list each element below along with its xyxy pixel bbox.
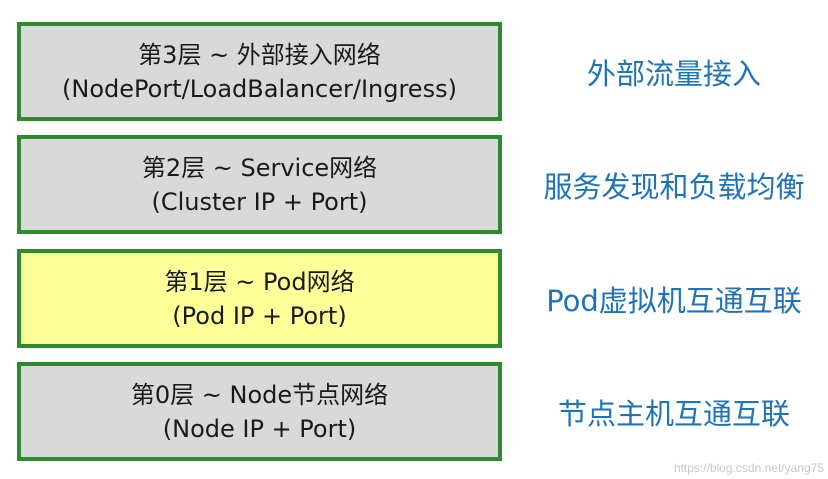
- layer-3-description: 外部流量接入: [586, 56, 761, 91]
- layer-0-title: 第0层 ~ Node节点网络: [130, 380, 389, 409]
- layer-2-subtitle: (Cluster IP + Port): [151, 187, 368, 216]
- layer-1-box: 第1层 ~ Pod网络 (Pod IP + Port): [17, 249, 502, 348]
- layer-3-title: 第3层 ~ 外部接入网络: [138, 40, 381, 69]
- layer-0-box: 第0层 ~ Node节点网络 (Node IP + Port): [17, 362, 502, 461]
- layer-0-subtitle: (Node IP + Port): [162, 414, 357, 443]
- layer-1-description: Pod虚拟机互通互联: [546, 283, 802, 318]
- layer-3-box: 第3层 ~ 外部接入网络 (NodePort/LoadBalancer/Ingr…: [17, 22, 502, 121]
- layer-2-title: 第2层 ~ Service网络: [141, 153, 378, 182]
- layer-3-subtitle: (NodePort/LoadBalancer/Ingress): [62, 74, 457, 103]
- layer-1-title: 第1层 ~ Pod网络: [164, 267, 355, 296]
- layer-2-description: 服务发现和负载均衡: [543, 169, 805, 204]
- layer-1-subtitle: (Pod IP + Port): [172, 301, 347, 330]
- layer-0-description: 节点主机互通互联: [557, 396, 790, 431]
- layer-2-box: 第2层 ~ Service网络 (Cluster IP + Port): [17, 135, 502, 234]
- watermark-text: https://blog.csdn.net/yang75: [673, 461, 824, 475]
